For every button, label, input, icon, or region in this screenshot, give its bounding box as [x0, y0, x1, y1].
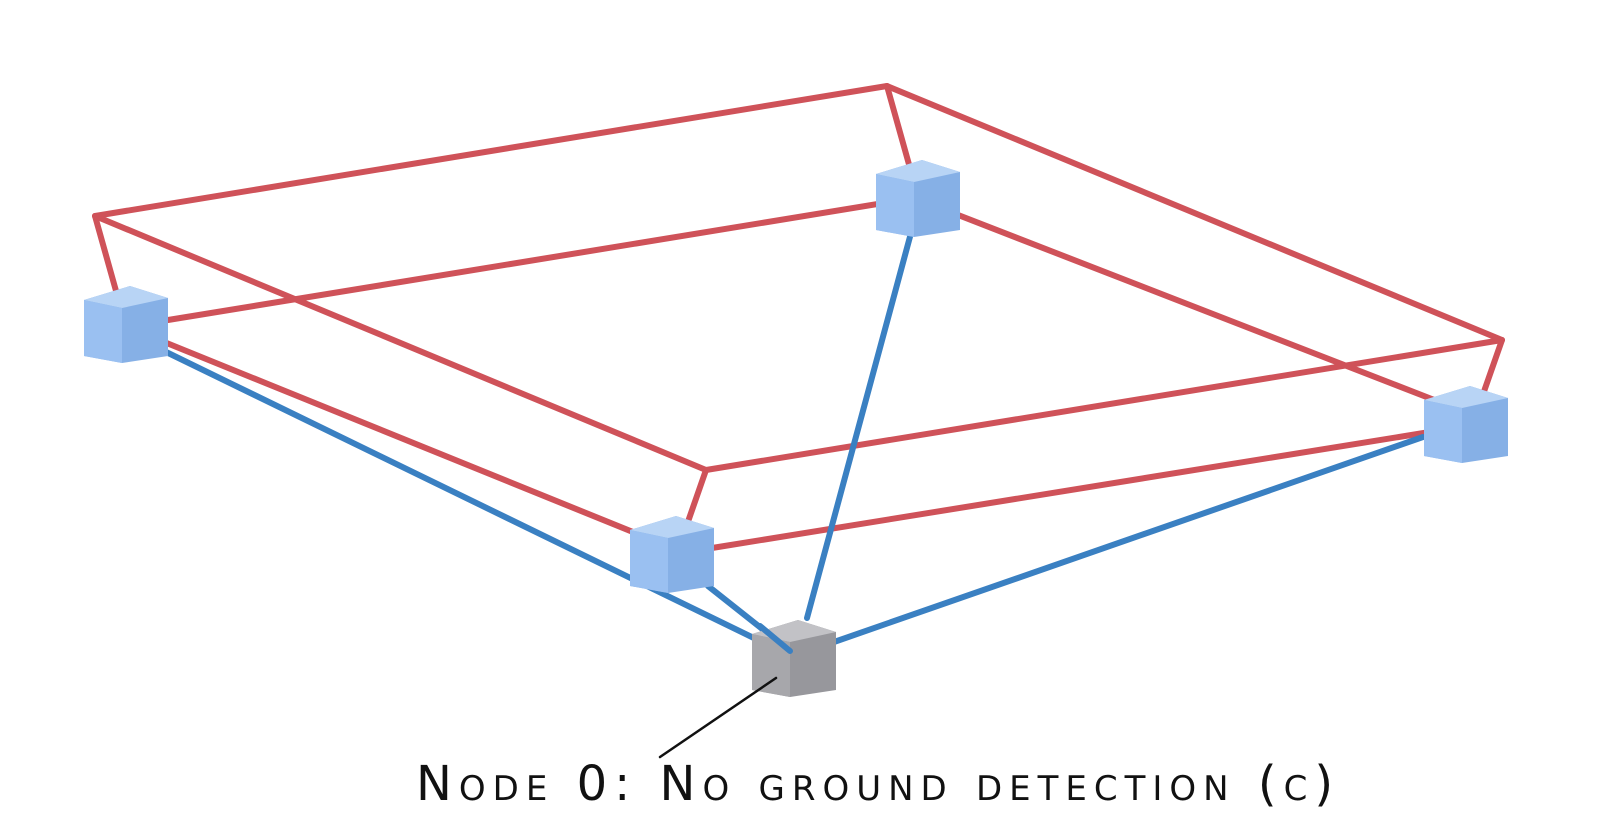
- caption-leader-line: [658, 676, 778, 759]
- red-frame-edge-top-right: [884, 83, 1505, 343]
- node-0-caption: Node 0: No ground detection (c): [416, 756, 1340, 812]
- blue-link-node0-top: [804, 230, 914, 621]
- blue-link-stubs: [757, 623, 793, 654]
- red-frame-edge-bottom-left: [92, 213, 709, 473]
- red-connector-left: [92, 213, 121, 301]
- blue-link-node0-left: [159, 347, 763, 644]
- red-link-left-top: [165, 199, 893, 323]
- red-link-left-front: [139, 330, 663, 546]
- red-connectors: [92, 83, 1505, 539]
- node-left: [84, 286, 168, 363]
- upper-red-frame: [92, 83, 1505, 473]
- red-connector-right: [1478, 337, 1505, 403]
- red-link-front-right: [709, 427, 1445, 551]
- red-frame-edge-top-left: [92, 83, 890, 219]
- red-connector-top: [884, 83, 913, 171]
- red-frame-edge-bottom-right: [703, 337, 1505, 473]
- blue-stub-node0-front: [757, 623, 793, 654]
- node-top: [876, 160, 960, 237]
- node-right: [1424, 386, 1508, 463]
- red-link-top-right: [932, 203, 1445, 406]
- blue-link-node0-right: [831, 434, 1426, 645]
- node-front: [630, 516, 714, 593]
- blue-links: [159, 230, 1426, 654]
